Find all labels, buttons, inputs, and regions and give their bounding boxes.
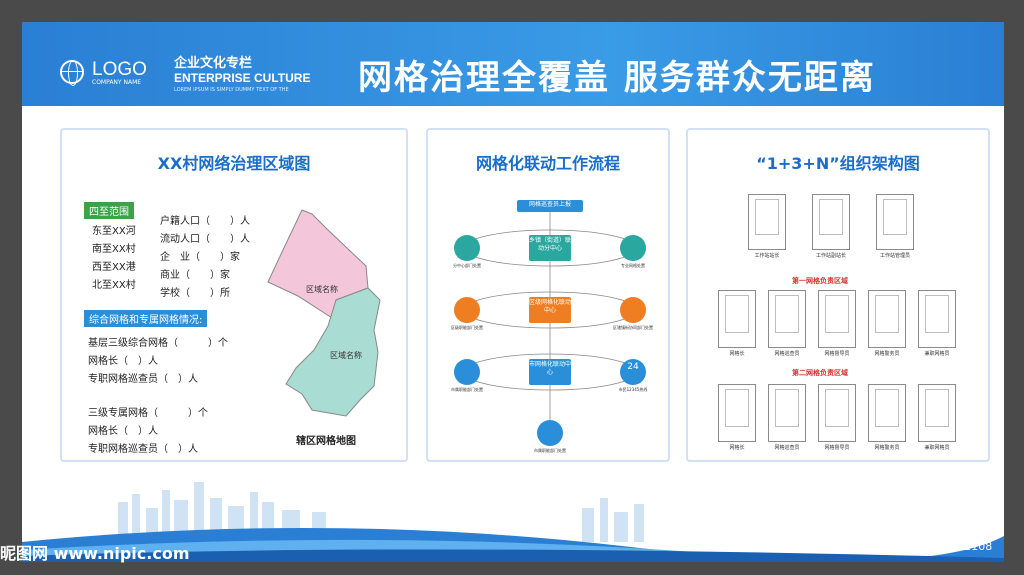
row1-label-2: 工作站副站长: [815, 253, 846, 259]
stat-floating: 流动人口（ ）人: [160, 234, 250, 245]
left-node-2: [454, 297, 480, 323]
workflow-panel: 网格化联动工作流程 网格巡查员上报 乡镇（街道）联动分中心 区级网格化联动中心 …: [426, 128, 670, 462]
photo-frame: [868, 384, 906, 442]
grid-info-2: 网格长（ ）人: [88, 356, 158, 367]
top-report-box: 网格巡查员上报: [517, 200, 583, 212]
grid-info-5: 网格长（ ）人: [88, 426, 158, 437]
right-node-1: [620, 235, 646, 261]
map-caption: 辖区网格地图: [296, 436, 356, 447]
photo-frame: [918, 384, 956, 442]
grid-info-1: 基层三级综合网格（ ）个: [88, 338, 228, 349]
watermark-right: ID:5978971 NO:20240907170143692108: [764, 540, 993, 553]
left-node-1: [454, 235, 480, 261]
photo-frame: [868, 290, 906, 348]
scope-badge: 四至范围: [84, 202, 134, 219]
photo-frame: [748, 194, 786, 250]
row3-label-1: 网格长: [729, 445, 745, 451]
photo-frame: [768, 384, 806, 442]
right-node-2: [620, 297, 646, 323]
photo-frame: [768, 290, 806, 348]
left-node-1-label: 分中心部门处置: [453, 263, 481, 268]
right-node-3-label: 市民12345热线: [618, 387, 648, 392]
photo-frame: [812, 194, 850, 250]
culture-lorem: LOREM IPSUM IS SIMPLY DUMMY TEXT OF THE: [174, 87, 289, 93]
city-center-box: 市网格化联动中心: [529, 359, 571, 385]
right-node-1-label: 专业网格处置: [621, 263, 645, 268]
grid-info-4: 三级专属网格（ ）个: [88, 408, 208, 419]
region-panel-title: XX村网络治理区域图: [157, 154, 311, 173]
stat-school: 学校（ ）所: [160, 288, 230, 299]
city-skyline: [22, 482, 1004, 562]
display-board: LOGO COMPANY NAME 企业文化专栏 ENTERPRISE CULT…: [22, 22, 1004, 562]
scope-west: 西至XX港: [92, 262, 136, 273]
watermark-left: 昵图网 www.nipic.com: [0, 544, 190, 563]
zone2-title: 第二网格负责区域: [792, 369, 848, 377]
bottom-node: [537, 420, 563, 446]
scope-east: 东至XX河: [92, 226, 136, 237]
scope-north: 北至XX村: [92, 280, 136, 291]
bottom-node-label: 市属职能部门处置: [534, 448, 566, 453]
row2-label-5: 兼职网格员: [924, 351, 950, 357]
map-region-1-label: 区域名称: [306, 285, 338, 294]
hotline-node: 24: [620, 359, 646, 385]
left-node-3-label: 市属职能部门处置: [451, 387, 483, 392]
stat-enterprise: 企 业（ ）家: [160, 252, 240, 263]
photo-frame: [818, 384, 856, 442]
photo-frame: [918, 290, 956, 348]
culture-title-en: ENTERPRISE CULTURE: [174, 71, 311, 85]
photo-frame: [718, 290, 756, 348]
row1-label-1: 工作站站长: [754, 253, 780, 259]
grid-info-6: 专职网格巡查员（ ）人: [88, 444, 198, 455]
photo-frame: [818, 290, 856, 348]
slogan: 网格治理全覆盖 服务群众无距离: [358, 58, 876, 98]
grid-info-3: 专职网格巡查员（ ）人: [88, 374, 198, 385]
district-center-box: 区级网格化联动中心: [529, 297, 571, 323]
photo-frame: [876, 194, 914, 250]
row3-label-5: 兼职网格员: [924, 445, 950, 451]
workflow-panel-title: 网格化联动工作流程: [475, 154, 620, 173]
header-banner: LOGO COMPANY NAME 企业文化专栏 ENTERPRISE CULT…: [22, 22, 1004, 106]
logo-subtitle: COMPANY NAME: [92, 79, 142, 86]
region-map: [267, 209, 381, 417]
culture-title-cn: 企业文化专栏: [174, 56, 253, 71]
region-panel: XX村网络治理区域图 四至范围 东至XX河 南至XX村 西至XX港 北至XX村 …: [60, 128, 408, 462]
row1-label-3: 工作站管理员: [879, 253, 910, 259]
row3-label-3: 网格督导员: [824, 445, 850, 451]
row3-label-2: 网格巡查员: [774, 445, 800, 451]
row2-label-3: 网格督导员: [824, 351, 850, 357]
zone1-title: 第一网格负责区域: [792, 277, 848, 285]
org-chart-title: “1+3+N”组织架构图: [756, 154, 920, 173]
grid-badge: 综合网格和专属网格情况:: [84, 310, 208, 327]
row2-label-2: 网格巡查员: [774, 351, 800, 357]
scope-south: 南至XX村: [92, 244, 136, 255]
left-node-3: [454, 359, 480, 385]
stat-business: 商业（ ）家: [160, 270, 230, 281]
township-center-box: 乡镇（街道）联动分中心: [529, 235, 571, 261]
row2-label-1: 网格长: [729, 351, 745, 357]
left-node-2-label: 区级职能部门处置: [451, 325, 483, 330]
right-node-2-label: 区辖镇街协同部门处置: [613, 325, 653, 330]
org-chart-panel: “1+3+N”组织架构图 工作站站长 工作站副站长 工作站管理员 第一网格负责区…: [686, 128, 990, 462]
stat-registered: 户籍人口（ ）人: [160, 216, 250, 227]
photo-frame: [718, 384, 756, 442]
map-region-2-label: 区域名称: [330, 351, 362, 360]
globe-icon: [60, 60, 84, 86]
logo-text: LOGO: [92, 59, 147, 80]
row3-label-4: 网格警务员: [874, 445, 900, 451]
row2-label-4: 网格警务员: [874, 351, 900, 357]
